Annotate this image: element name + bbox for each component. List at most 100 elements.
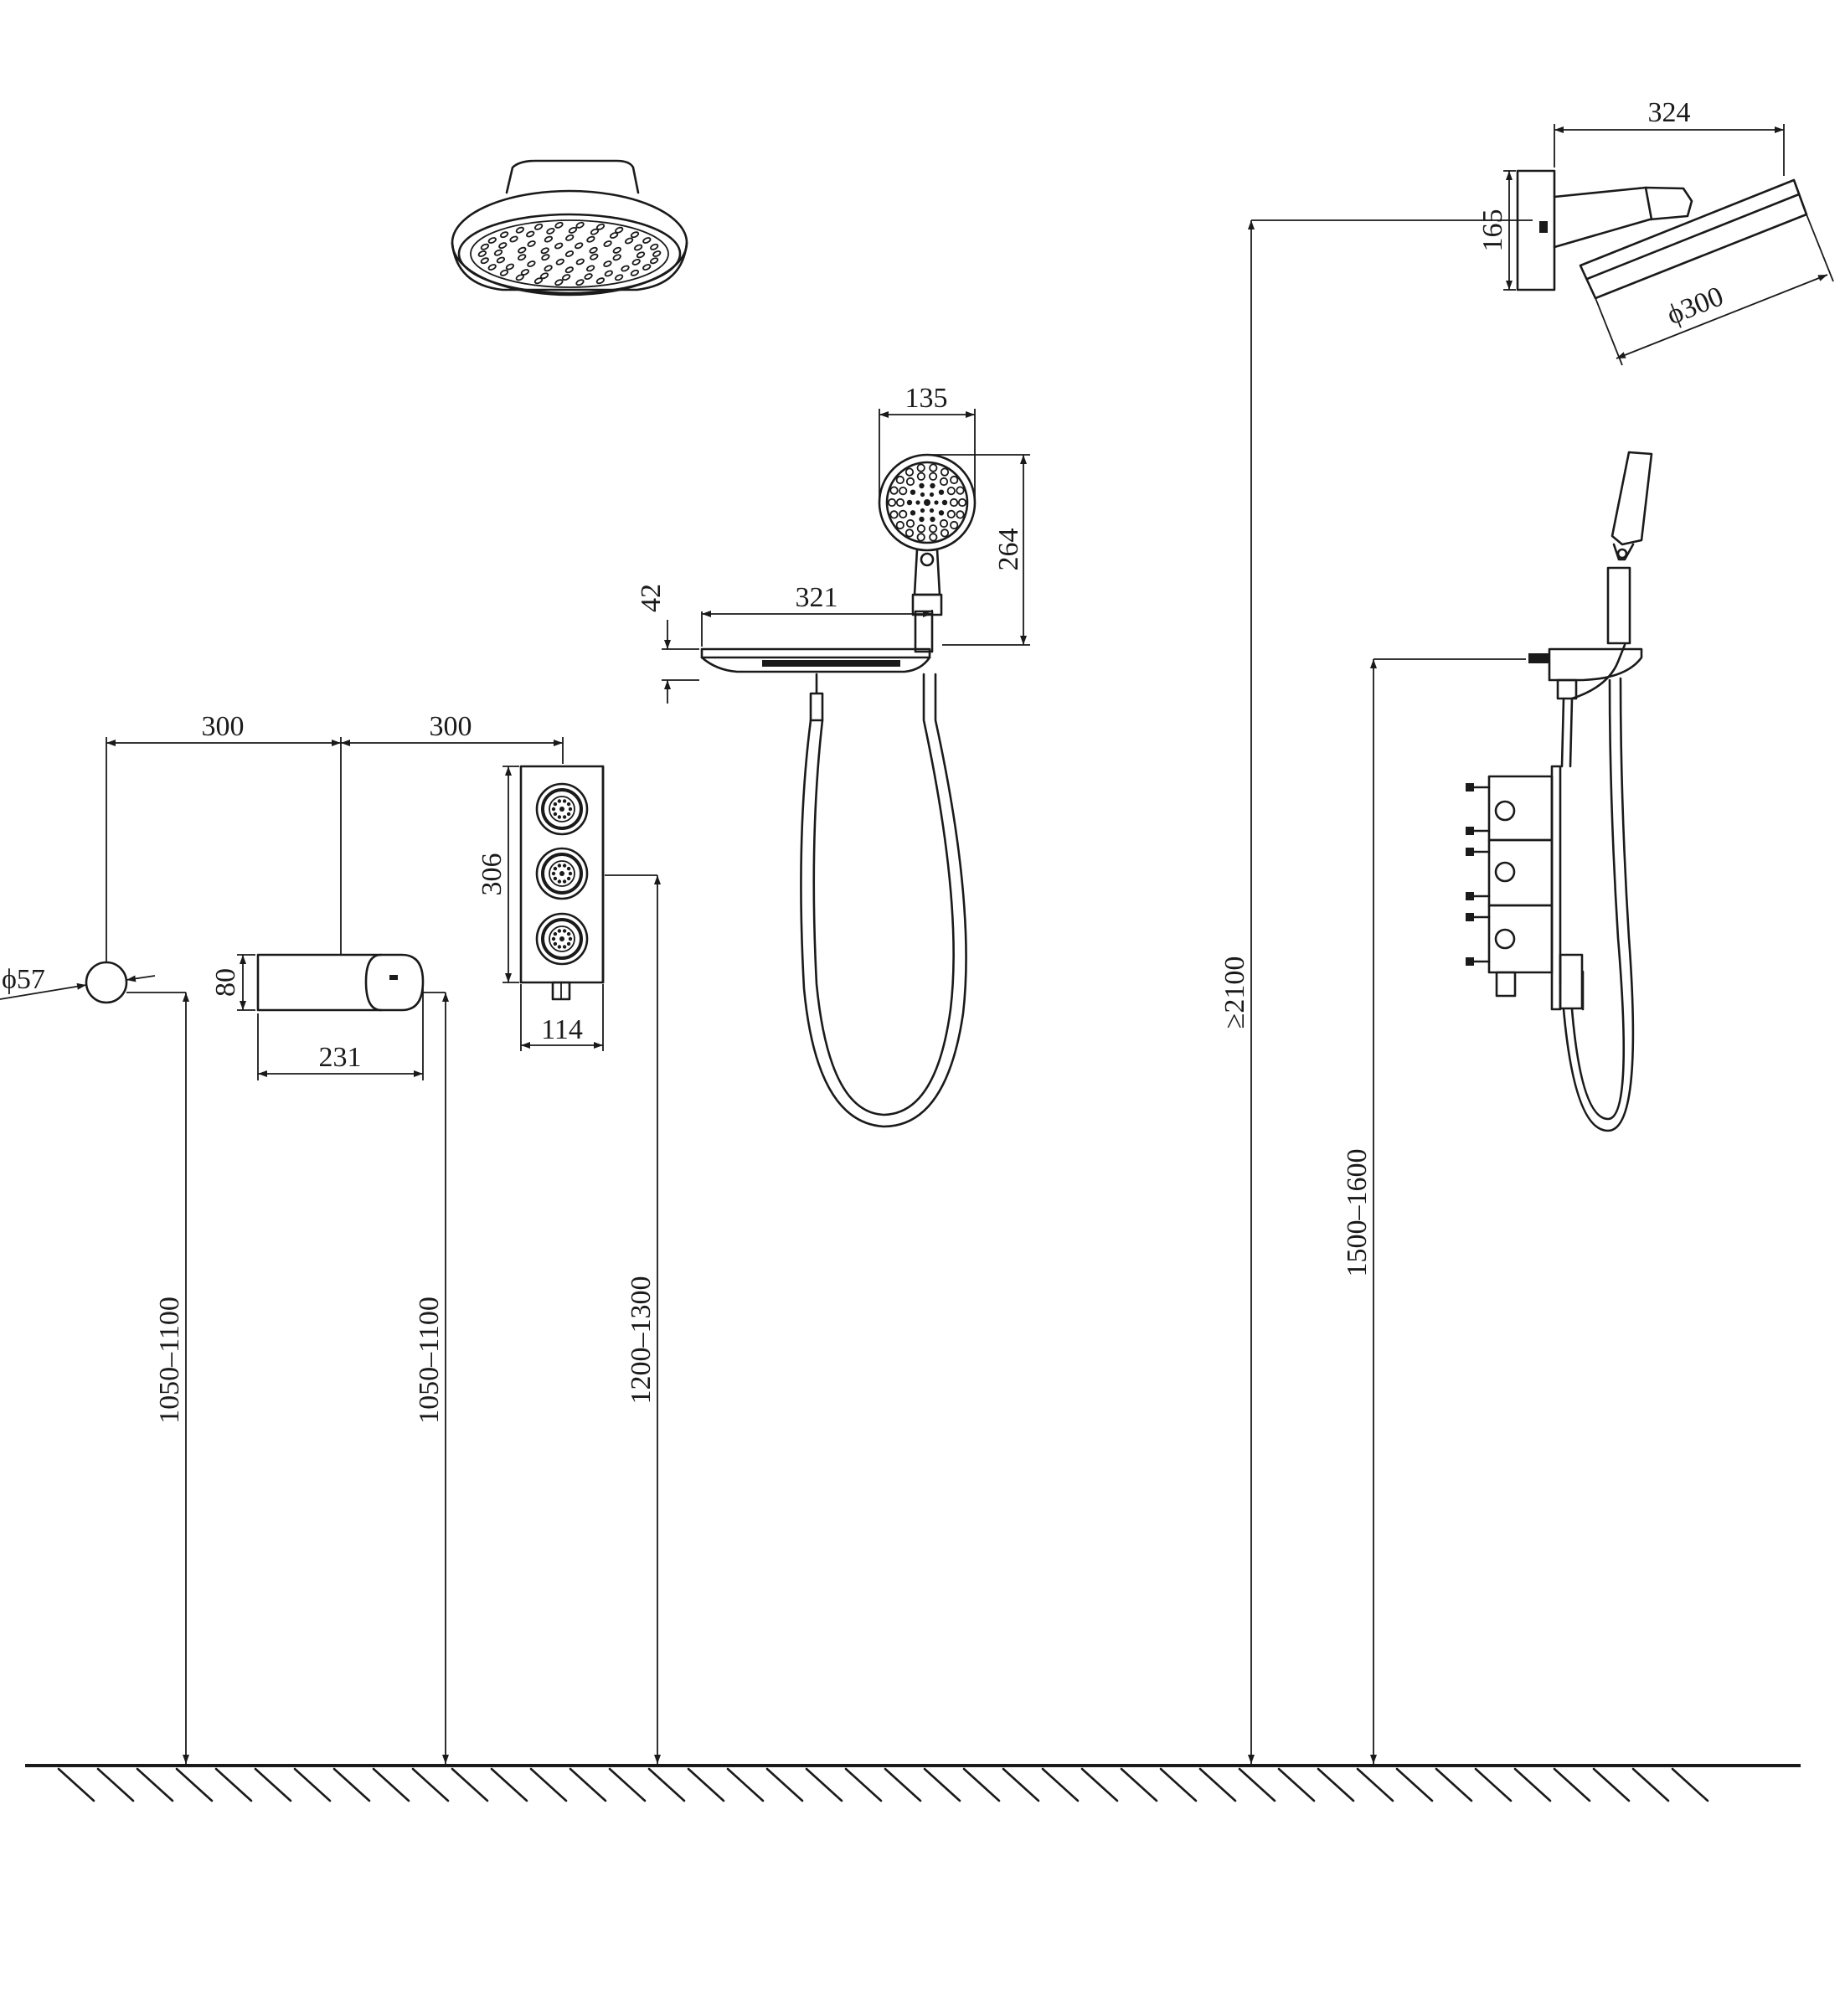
knob-dot: [562, 879, 567, 884]
nozzle: [575, 258, 585, 266]
nozzle: [518, 254, 527, 261]
nozzle: [515, 226, 525, 234]
hatch-stroke: [1474, 1767, 1513, 1802]
knob-dot: [562, 864, 567, 868]
nozzle: [487, 264, 497, 271]
nozzle: [612, 246, 621, 254]
nozzle: [949, 498, 959, 508]
dim-head-flange: 165: [1477, 209, 1508, 252]
hatch-stroke: [647, 1767, 686, 1802]
valve-knob-outer: [535, 847, 589, 900]
hatch-stroke: [1592, 1767, 1631, 1802]
dim-arm-spacing-1: 300: [202, 711, 245, 742]
nozzle: [621, 265, 630, 272]
nozzle: [477, 250, 487, 257]
knob-dot: [551, 871, 556, 876]
knob-dot: [557, 929, 562, 933]
knob-dot: [562, 815, 567, 819]
knob-dot: [566, 802, 571, 807]
nozzle: [889, 510, 899, 519]
nozzle: [480, 257, 489, 265]
nozzle: [906, 499, 913, 506]
dim-head-projection: 324: [1648, 97, 1691, 128]
nozzle: [575, 221, 585, 229]
nozzle: [957, 498, 967, 508]
floor-hatching: [57, 1767, 1709, 1802]
knob-dot: [553, 802, 558, 807]
nozzle: [924, 499, 930, 506]
nozzle: [929, 463, 938, 472]
hatch-stroke: [805, 1767, 843, 1802]
nozzle: [895, 475, 904, 485]
valve-panel: [519, 765, 605, 1001]
hatch-stroke: [175, 1767, 214, 1802]
nozzle: [916, 533, 925, 542]
hatch-stroke: [1238, 1767, 1276, 1802]
hatch-stroke: [372, 1767, 410, 1802]
knob-dot: [553, 866, 558, 871]
nozzle: [938, 489, 945, 495]
nozzle: [533, 277, 544, 285]
nozzle: [642, 237, 652, 244]
nozzle: [938, 510, 945, 516]
knob-dot: [562, 945, 567, 949]
hatch-stroke: [490, 1767, 528, 1802]
hatch-stroke: [962, 1767, 1001, 1802]
knob-dot: [557, 864, 562, 868]
hatch-stroke: [451, 1767, 489, 1802]
dim-install-spout: 1050–1100: [414, 1297, 445, 1424]
nozzle: [595, 223, 606, 230]
dim-install-shelf: 1500–1600: [1342, 1149, 1373, 1277]
nozzle: [652, 250, 662, 257]
knob-dot: [566, 941, 571, 946]
nozzle: [499, 269, 509, 276]
nozzle: [895, 520, 904, 530]
nozzle: [499, 231, 509, 239]
nozzle: [585, 265, 595, 272]
nozzle: [584, 273, 593, 281]
nozzle: [915, 500, 920, 505]
nozzle: [889, 486, 899, 495]
nozzle: [509, 235, 518, 243]
nozzle: [934, 500, 939, 505]
dim-install-button: 1050–1100: [154, 1297, 185, 1424]
nozzle: [541, 254, 550, 261]
nozzle: [940, 528, 950, 538]
knob-dot: [553, 876, 558, 881]
hatch-stroke: [923, 1767, 961, 1802]
hatch-stroke: [1553, 1767, 1591, 1802]
nozzle: [554, 279, 564, 286]
knob-dot: [566, 876, 571, 881]
nozzle: [603, 260, 612, 267]
nozzle: [939, 518, 949, 528]
knob-dot: [562, 799, 567, 803]
nozzle: [564, 266, 574, 274]
stem-cap: [1466, 913, 1474, 921]
hatch-stroke: [332, 1767, 371, 1802]
knob-dot: [566, 812, 571, 817]
nozzle: [487, 237, 497, 244]
dim-spout-length: 231: [319, 1042, 362, 1073]
nozzle: [505, 263, 515, 271]
hatch-stroke: [1317, 1767, 1355, 1802]
nozzle: [941, 499, 948, 506]
nozzle: [910, 489, 916, 495]
valve-knob-inner: [549, 860, 575, 887]
nozzle: [565, 234, 575, 241]
dim-spout-height: 80: [210, 968, 241, 997]
nozzle: [612, 254, 621, 261]
nozzle: [527, 240, 536, 247]
nozzle: [920, 508, 925, 513]
dim-shelf-height: 42: [636, 584, 667, 612]
nozzle: [555, 258, 564, 266]
rain-head-nozzles: [477, 221, 662, 286]
hatch-stroke: [884, 1767, 922, 1802]
dim-handshower-width: 135: [905, 383, 948, 414]
valve-knob-ring: [541, 853, 583, 895]
valve-stems: [1466, 783, 1491, 966]
hatch-stroke: [1080, 1767, 1119, 1802]
nozzle: [615, 226, 624, 234]
diverter-button: [85, 961, 128, 1004]
knob-center: [559, 807, 564, 812]
